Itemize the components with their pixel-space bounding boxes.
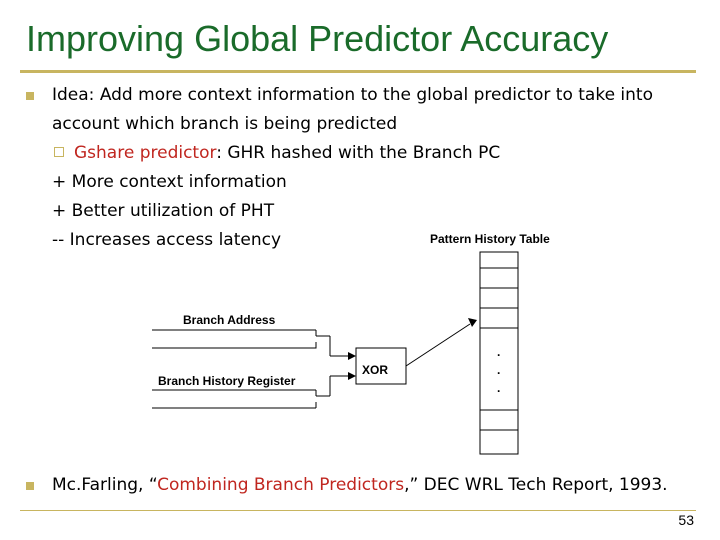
pro-more-context: + More context information: [52, 172, 287, 192]
bullet-idea-line1: Idea: Add more context information to th…: [52, 85, 653, 105]
pht-label: Pattern History Table: [430, 232, 550, 246]
sub-bullet-marker: [54, 147, 64, 157]
xor-label: XOR: [362, 363, 388, 377]
bullet-marker: [26, 92, 34, 100]
pht-table: . . .: [479, 251, 519, 455]
gshare-highlight: Gshare predictor: [74, 143, 217, 163]
ellipsis-dot: .: [497, 363, 500, 377]
bhr-wires: [152, 376, 331, 409]
footer-rule: [20, 510, 696, 511]
gshare-desc: : GHR hashed with the Branch PC: [216, 143, 501, 163]
con-latency: -- Increases access latency: [52, 230, 282, 250]
gshare-diagram: Pattern History Table . . . Branch Addre…: [152, 232, 550, 455]
bullet-idea: Idea: Add more context information to th…: [52, 81, 653, 255]
pro-better-utilization: + Better utilization of PHT: [52, 201, 275, 221]
index-arrow: [405, 318, 477, 367]
input-arrows: [330, 352, 356, 380]
branch-address-label: Branch Address: [183, 313, 276, 327]
reference-title: Combining Branch Predictors: [157, 475, 405, 495]
page-number: 53: [678, 512, 694, 528]
ellipsis-dot: .: [497, 381, 500, 395]
bullet-idea-line2: account which branch is being predicted: [52, 114, 398, 134]
bhr-label: Branch History Register: [158, 374, 296, 388]
bullet-reference: Mc.Farling, “Combining Branch Predictors…: [52, 471, 668, 500]
reference-suffix: ,” DEC WRL Tech Report, 1993.: [404, 475, 668, 495]
bullet-marker: [26, 482, 34, 490]
slide-title: Improving Global Predictor Accuracy: [26, 18, 609, 59]
reference-prefix: Mc.Farling, “: [52, 475, 158, 495]
title-underline: [20, 70, 696, 73]
sub-bullet-gshare: Gshare predictor: GHR hashed with the Br…: [52, 139, 653, 168]
ellipsis-dot: .: [497, 345, 500, 359]
branch-address-wires: [152, 329, 331, 356]
